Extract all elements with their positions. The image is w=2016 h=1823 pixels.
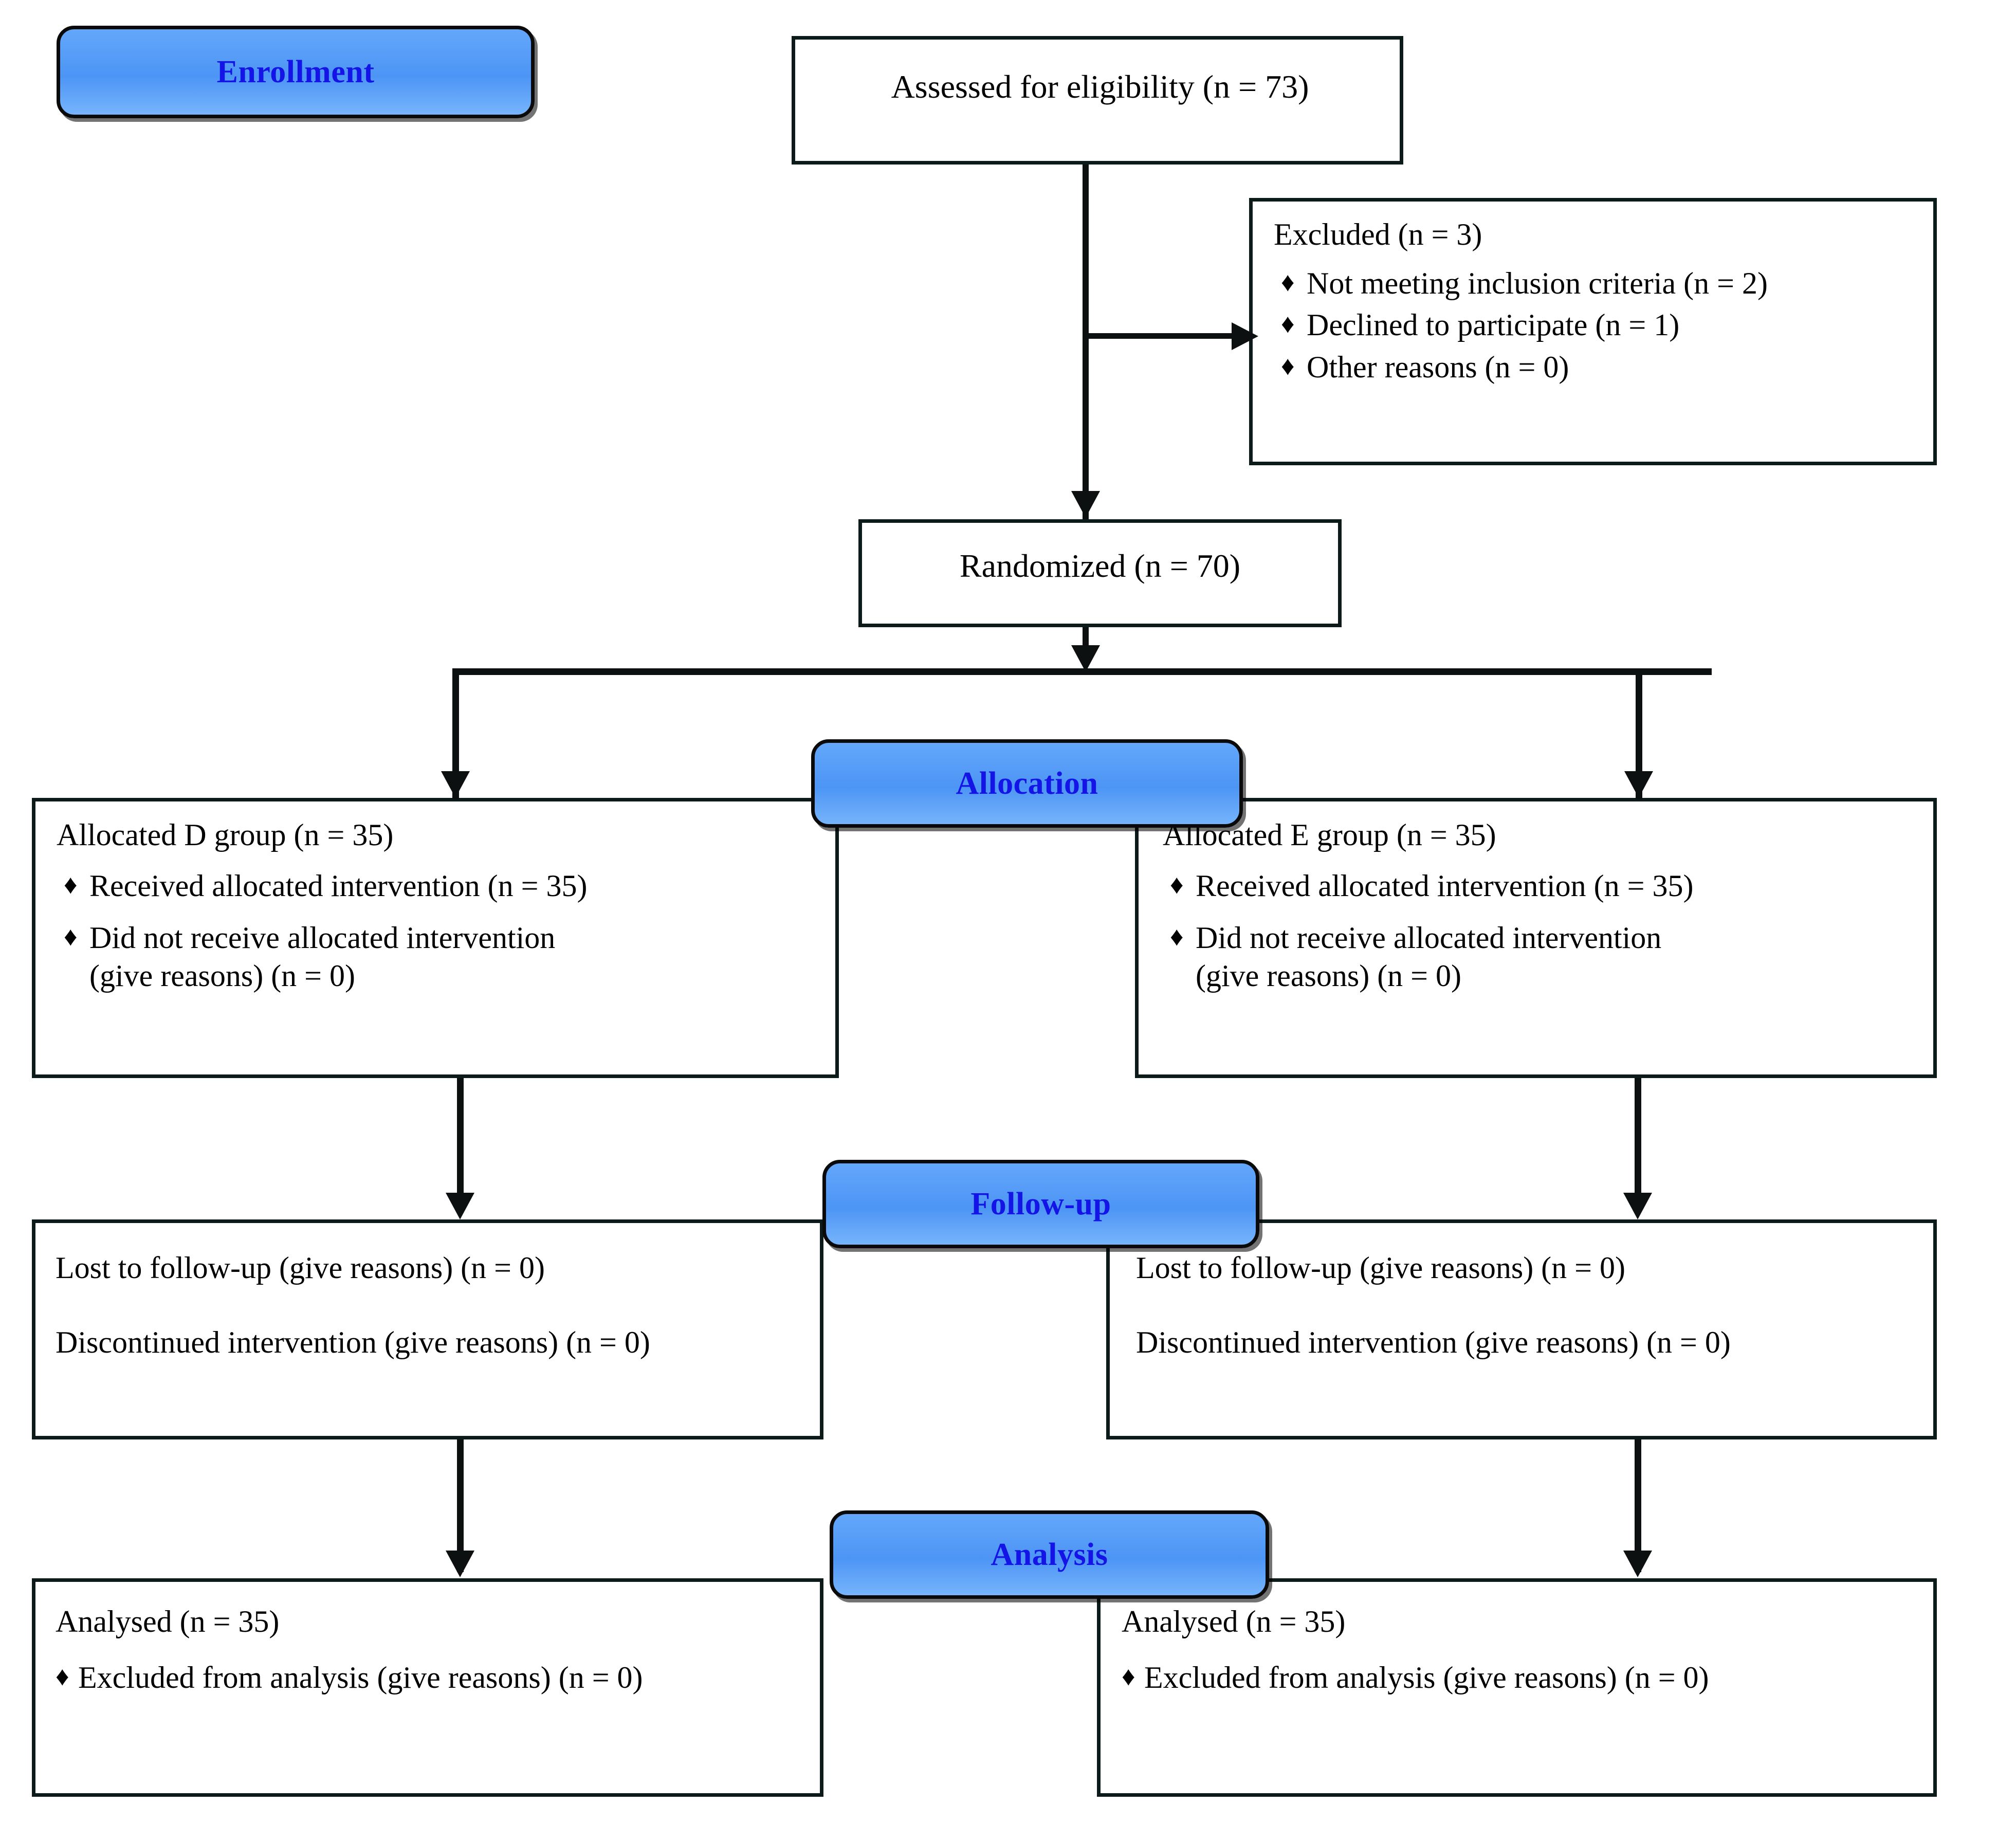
arrow-randomized-split — [1071, 645, 1100, 672]
allocation-right-content: Allocated E group (n = 35) ♦ Received al… — [1163, 816, 1923, 999]
stage-banner-followup: Follow-up — [822, 1160, 1259, 1248]
stage-banner-followup-label: Follow-up — [970, 1186, 1111, 1222]
list-item: ♦ Excluded from analysis (give reasons) … — [1122, 1659, 1923, 1697]
diamond-bullet-icon: ♦ — [1170, 870, 1184, 900]
followup-right-lost: Lost to follow-up (give reasons) (n = 0) — [1136, 1251, 1625, 1285]
box-randomized — [858, 519, 1342, 627]
allocation-left-list: ♦ Received allocated intervention (n = 3… — [57, 867, 828, 995]
diamond-bullet-icon: ♦ — [64, 870, 78, 900]
list-item-label: Received allocated intervention (n = 35) — [1196, 869, 1694, 903]
excluded-reason-list: ♦ Not meeting inclusion criteria (n = 2)… — [1274, 265, 1927, 386]
stage-banner-analysis: Analysis — [830, 1510, 1269, 1599]
list-item-label: Other reasons (n = 0) — [1307, 350, 1569, 384]
allocation-right-header: Allocated E group (n = 35) — [1163, 818, 1496, 852]
list-item: ♦ Not meeting inclusion criteria (n = 2) — [1274, 265, 1927, 302]
connector-alloc-right-to-followup — [1635, 1078, 1641, 1213]
stage-banner-allocation-label: Allocation — [956, 765, 1098, 801]
connector-split-right — [1636, 668, 1642, 799]
stage-banner-enrollment: Enrollment — [57, 26, 535, 118]
box-allocation-right — [1135, 798, 1937, 1078]
list-item: ♦ Received allocated intervention (n = 3… — [1163, 867, 1923, 905]
followup-left-lost: Lost to follow-up (give reasons) (n = 0) — [56, 1251, 545, 1285]
list-item-continuation: (give reasons) (n = 0) — [89, 958, 356, 993]
followup-left-content: Lost to follow-up (give reasons) (n = 0)… — [56, 1249, 816, 1361]
arrow-to-randomized — [1071, 491, 1100, 518]
analysis-right-list: ♦ Excluded from analysis (give reasons) … — [1122, 1659, 1923, 1697]
box-assessed-for-eligibility — [792, 36, 1403, 165]
list-item-label: Excluded from analysis (give reasons) (n… — [78, 1661, 643, 1695]
arrow-allocation-left — [441, 771, 470, 798]
diamond-bullet-icon: ♦ — [1281, 351, 1295, 381]
list-item: ♦ Other reasons (n = 0) — [1274, 349, 1927, 386]
allocation-left-header: Allocated D group (n = 35) — [57, 818, 394, 852]
assessed-for-eligibility-text: Assessed for eligibility (n = 73) — [891, 68, 1309, 105]
arrow-to-excluded — [1232, 322, 1258, 350]
connector-followup-left-to-analysis — [457, 1439, 464, 1572]
arrow-allocation-right — [1624, 771, 1653, 798]
connector-assessed-to-randomized — [1083, 165, 1089, 519]
followup-left-discontinued: Discontinued intervention (give reasons)… — [56, 1325, 650, 1360]
box-followup-left — [32, 1219, 823, 1439]
diamond-bullet-icon: ♦ — [56, 1662, 69, 1692]
box-analysis-right — [1097, 1578, 1937, 1797]
randomized-text: Randomized (n = 70) — [959, 548, 1241, 584]
list-item: ♦ Did not receive allocated intervention… — [1163, 919, 1923, 994]
list-item-label: Excluded from analysis (give reasons) (n… — [1144, 1661, 1709, 1695]
connector-followup-right-to-analysis — [1635, 1439, 1641, 1572]
diamond-bullet-icon: ♦ — [1281, 268, 1295, 298]
arrow-analysis-left — [446, 1551, 474, 1577]
diamond-bullet-icon: ♦ — [1122, 1662, 1135, 1692]
analysis-right-header: Analysed (n = 35) — [1122, 1605, 1346, 1638]
connector-alloc-left-to-followup — [457, 1078, 464, 1213]
diamond-bullet-icon: ♦ — [64, 922, 78, 952]
allocation-right-list: ♦ Received allocated intervention (n = 3… — [1163, 867, 1923, 995]
stage-banner-allocation: Allocation — [811, 739, 1243, 828]
list-item-label: Declined to participate (n = 1) — [1307, 308, 1680, 342]
excluded-header: Excluded (n = 3) — [1274, 217, 1482, 251]
list-item: ♦ Did not receive allocated intervention… — [57, 919, 828, 994]
excluded-content: Excluded (n = 3) ♦ Not meeting inclusion… — [1274, 216, 1927, 390]
connector-split-left — [452, 668, 459, 799]
arrow-followup-right — [1623, 1193, 1652, 1219]
list-item: ♦ Received allocated intervention (n = 3… — [57, 867, 828, 905]
diamond-bullet-icon: ♦ — [1281, 309, 1295, 339]
stage-banner-analysis-label: Analysis — [991, 1537, 1108, 1572]
box-followup-right — [1106, 1219, 1937, 1439]
list-item-label: Not meeting inclusion criteria (n = 2) — [1307, 266, 1768, 301]
diamond-bullet-icon: ♦ — [1170, 922, 1184, 952]
arrow-followup-left — [446, 1193, 474, 1219]
followup-right-content: Lost to follow-up (give reasons) (n = 0)… — [1136, 1249, 1928, 1361]
box-allocation-left — [32, 798, 839, 1078]
box-excluded — [1249, 198, 1937, 465]
list-item-label: Received allocated intervention (n = 35) — [89, 869, 588, 903]
allocation-left-content: Allocated D group (n = 35) ♦ Received al… — [57, 816, 828, 999]
connector-assessed-to-excluded — [1083, 333, 1232, 339]
analysis-left-list: ♦ Excluded from analysis (give reasons) … — [56, 1659, 816, 1697]
analysis-right-content: Analysed (n = 35) ♦ Excluded from analys… — [1122, 1603, 1923, 1701]
followup-right-discontinued: Discontinued intervention (give reasons)… — [1136, 1325, 1731, 1360]
list-item-continuation: (give reasons) (n = 0) — [1196, 958, 1462, 993]
analysis-left-content: Analysed (n = 35) ♦ Excluded from analys… — [56, 1603, 816, 1701]
list-item: ♦ Excluded from analysis (give reasons) … — [56, 1659, 816, 1697]
arrow-analysis-right — [1623, 1551, 1652, 1577]
box-analysis-left — [32, 1578, 823, 1797]
list-item-label: Did not receive allocated intervention — [1196, 921, 1662, 955]
list-item: ♦ Declined to participate (n = 1) — [1274, 306, 1927, 344]
list-item-label: Did not receive allocated intervention — [89, 921, 556, 955]
stage-banner-enrollment-label: Enrollment — [216, 54, 375, 89]
analysis-left-header: Analysed (n = 35) — [56, 1605, 280, 1638]
